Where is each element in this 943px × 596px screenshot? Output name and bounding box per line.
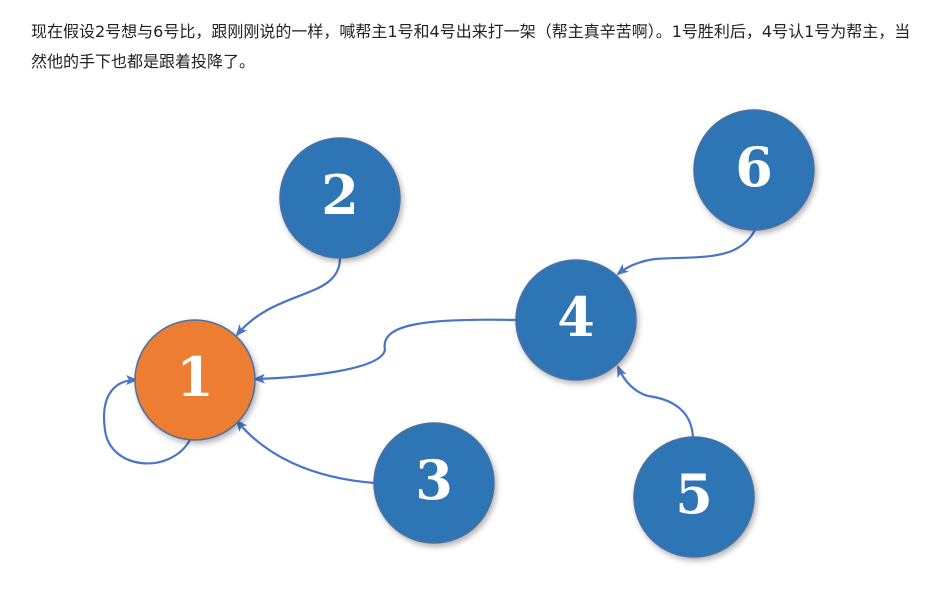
edge-3-to-1 — [235, 419, 376, 485]
node-label: 2 — [321, 163, 359, 227]
node-label: 6 — [735, 135, 773, 199]
node-1: 1 — [134, 319, 256, 441]
node-label: 1 — [176, 345, 214, 409]
node-5: 5 — [633, 436, 755, 558]
node-3: 3 — [373, 422, 495, 544]
node-label: 4 — [557, 285, 595, 349]
node-circle — [373, 422, 495, 544]
node-circle — [279, 137, 401, 259]
edge-5-to-4 — [616, 365, 695, 441]
nodes-layer: 1 2 3 4 5 6 — [134, 109, 815, 558]
edge-4-to-1 — [253, 318, 517, 384]
edge-1-to-1 — [102, 375, 191, 465]
node-4: 4 — [515, 259, 637, 381]
node-circle — [515, 259, 637, 381]
node-2: 2 — [279, 137, 401, 259]
node-label: 5 — [675, 462, 713, 526]
node-circle — [633, 436, 755, 558]
node-circle — [134, 319, 256, 441]
edge-2-to-1 — [235, 257, 342, 337]
node-circle — [693, 109, 815, 231]
explanation-paragraph: 现在假设2号想与6号比，跟刚刚说的一样，喊帮主1号和4号出来打一架（帮主真辛苦啊… — [31, 22, 911, 71]
edge-6-to-4 — [616, 229, 756, 276]
node-6: 6 — [693, 109, 815, 231]
node-label: 3 — [415, 448, 453, 512]
